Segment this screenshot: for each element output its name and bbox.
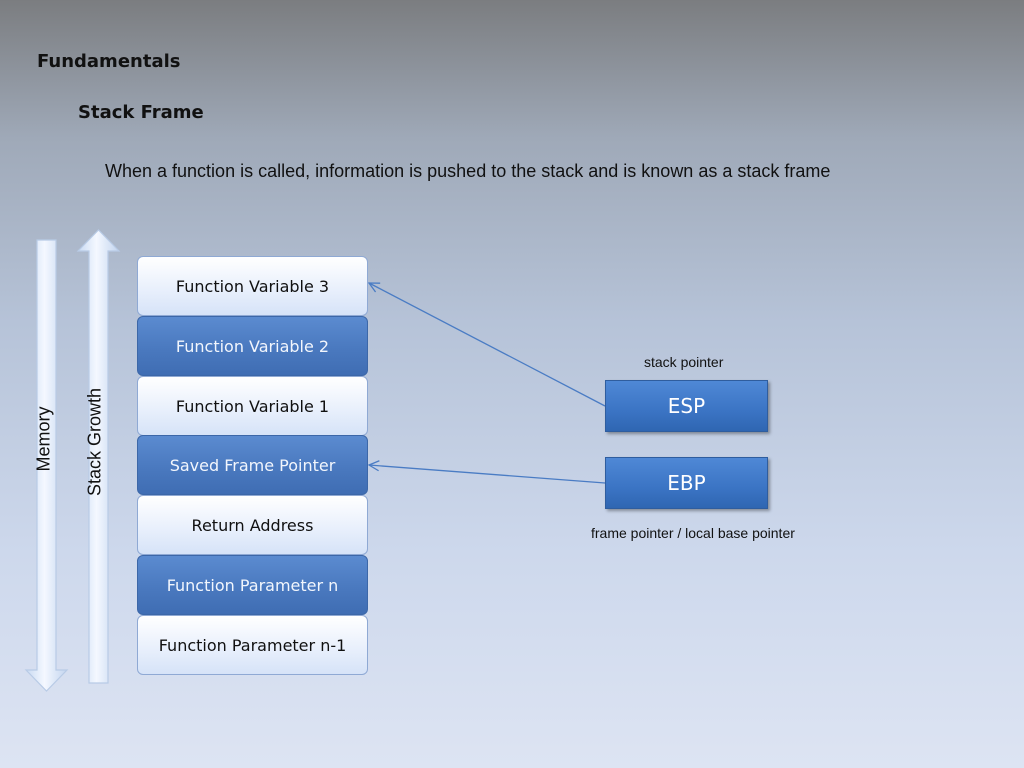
memory-arrow: [24, 239, 69, 692]
esp-connector: [369, 283, 606, 407]
stack-cell-label: Return Address: [191, 515, 314, 535]
stack-cell-label: Function Parameter n: [166, 575, 339, 595]
esp-caption: stack pointer: [644, 354, 724, 370]
stack-cell: Function Parameter n-1: [137, 615, 368, 675]
stack-cell: Function Variable 2: [137, 316, 368, 376]
stack-cell-label: Function Variable 3: [175, 276, 330, 296]
stack-cell-label: Function Parameter n-1: [158, 635, 347, 655]
stack-cell-label: Saved Frame Pointer: [169, 455, 336, 475]
ebp-box: EBP: [605, 457, 768, 509]
stack-cell: Saved Frame Pointer: [137, 435, 368, 495]
stack-growth-label: Stack Growth: [84, 387, 105, 497]
stack-cell: Return Address: [137, 495, 368, 555]
ebp-connector: [369, 465, 606, 484]
slide-subtitle: Stack Frame: [78, 102, 204, 123]
slide-title: Fundamentals: [37, 51, 181, 72]
memory-label: Memory: [33, 406, 54, 472]
esp-box: ESP: [605, 380, 768, 432]
stack-cell-label: Function Variable 1: [175, 396, 330, 416]
slide-description: When a function is called, information i…: [105, 161, 831, 181]
stack-cell: Function Variable 3: [137, 256, 368, 316]
stack-cell: Function Variable 1: [137, 376, 368, 436]
stack-cell-label: Function Variable 2: [175, 336, 330, 356]
ebp-caption: frame pointer / local base pointer: [591, 525, 795, 541]
stack-cell: Function Parameter n: [137, 555, 368, 615]
stack-growth-arrow: [76, 229, 121, 684]
